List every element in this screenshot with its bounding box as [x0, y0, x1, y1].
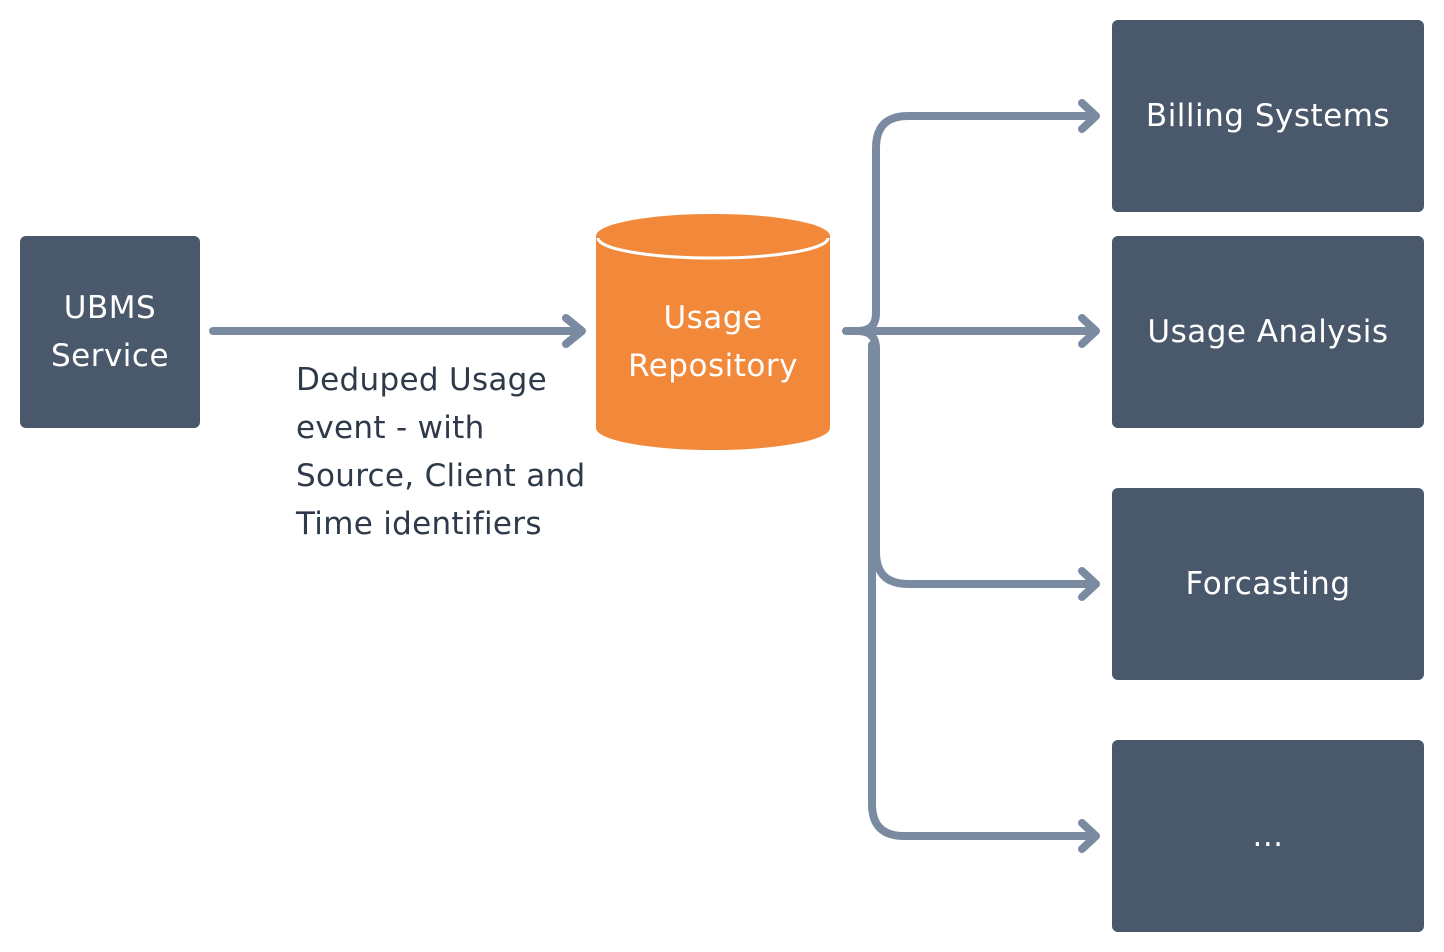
- repository-label-line1: Usage: [663, 300, 763, 336]
- forecasting-label: Forcasting: [1185, 566, 1351, 602]
- edge-label-line: Time identifiers: [296, 506, 542, 542]
- arrowhead-analysis: [1078, 314, 1100, 348]
- fanout-connectors: [842, 112, 1091, 840]
- ubms-label-line1: UBMS: [63, 290, 157, 326]
- arrowhead-forecast: [1078, 567, 1100, 601]
- edge-label-line: Deduped Usage: [296, 362, 548, 398]
- repository-label-line2: Repository: [628, 348, 798, 384]
- edge-label-deduped-event: Deduped Usage event - with Source, Clien…: [296, 356, 596, 548]
- arrowheads: [1078, 99, 1100, 853]
- billing-systems-label: Billing Systems: [1145, 98, 1391, 134]
- edge-label-line: Source, Client and: [296, 458, 586, 494]
- edge-label-line: event - with: [296, 410, 485, 446]
- more-consumers-box: ...: [1112, 740, 1424, 932]
- arrow-ubms-to-repository: [209, 314, 586, 348]
- usage-analysis-label: Usage Analysis: [1147, 314, 1389, 350]
- arrowhead-billing: [1078, 99, 1100, 133]
- arrowhead-more: [1078, 819, 1100, 853]
- repository-label: Usage Repository: [596, 294, 830, 390]
- more-consumers-label: ...: [1252, 818, 1284, 854]
- forecasting-box: Forcasting: [1112, 488, 1424, 680]
- billing-systems-box: Billing Systems: [1112, 20, 1424, 212]
- usage-analysis-box: Usage Analysis: [1112, 236, 1424, 428]
- ubms-label-line2: Service: [50, 338, 170, 374]
- repository-cylinder: [596, 214, 830, 450]
- ubms-service-box: UBMS Service: [20, 236, 200, 428]
